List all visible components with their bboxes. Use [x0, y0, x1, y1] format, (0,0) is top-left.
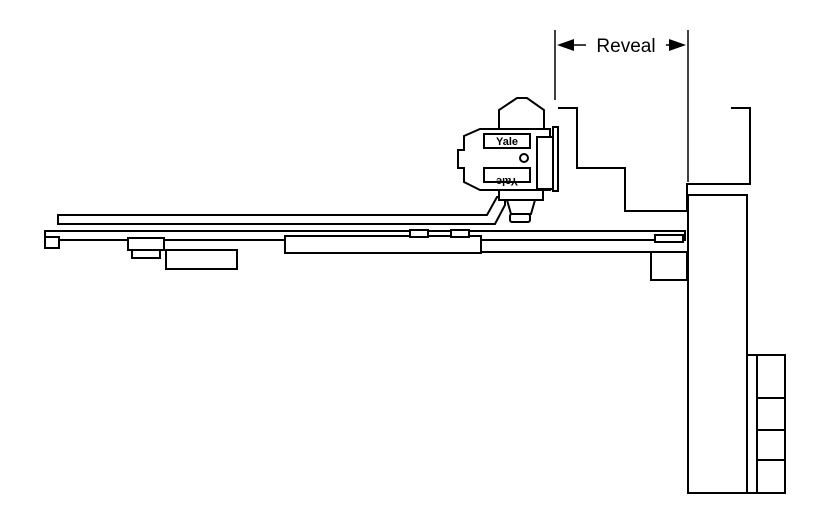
end-stop-block — [650, 251, 688, 281]
slider-body — [165, 249, 238, 270]
upper-arm — [57, 196, 506, 225]
brand-label-bottom: Yale — [496, 175, 518, 187]
closer-mount-plate — [552, 126, 559, 192]
brand-plate-bottom — [483, 167, 531, 183]
closer-bottom-plate — [498, 189, 544, 201]
tab-b — [450, 229, 470, 238]
slider-block-b — [131, 249, 161, 259]
frame-profile — [558, 107, 751, 212]
end-stop-tab — [654, 234, 684, 243]
door-hinge-block — [746, 354, 786, 494]
center-bar — [284, 235, 482, 254]
brand-plate-top — [483, 133, 531, 149]
closer-front-plate — [536, 136, 554, 190]
slider-block-a — [127, 237, 165, 251]
adjustment-screw-icon — [519, 153, 529, 163]
arm-assembly — [44, 196, 688, 281]
closer-body: Yale Yale — [457, 97, 559, 223]
brand-label-top: Yale — [496, 136, 518, 148]
pivot-nut — [509, 213, 531, 223]
door-leaf — [687, 194, 748, 494]
tab-a — [409, 229, 429, 238]
reveal-right-arrow-icon — [669, 39, 686, 51]
door-panel — [687, 194, 786, 494]
closer-top-cap — [498, 97, 545, 130]
reveal-label: Reveal — [596, 36, 655, 57]
reveal-dimension: Reveal — [554, 30, 689, 182]
reveal-label-bg — [586, 34, 666, 56]
closer-pivot — [505, 199, 537, 215]
reveal-left-arrow-icon — [557, 39, 574, 51]
track-end-cap — [44, 236, 60, 249]
frame-outline — [558, 107, 751, 212]
